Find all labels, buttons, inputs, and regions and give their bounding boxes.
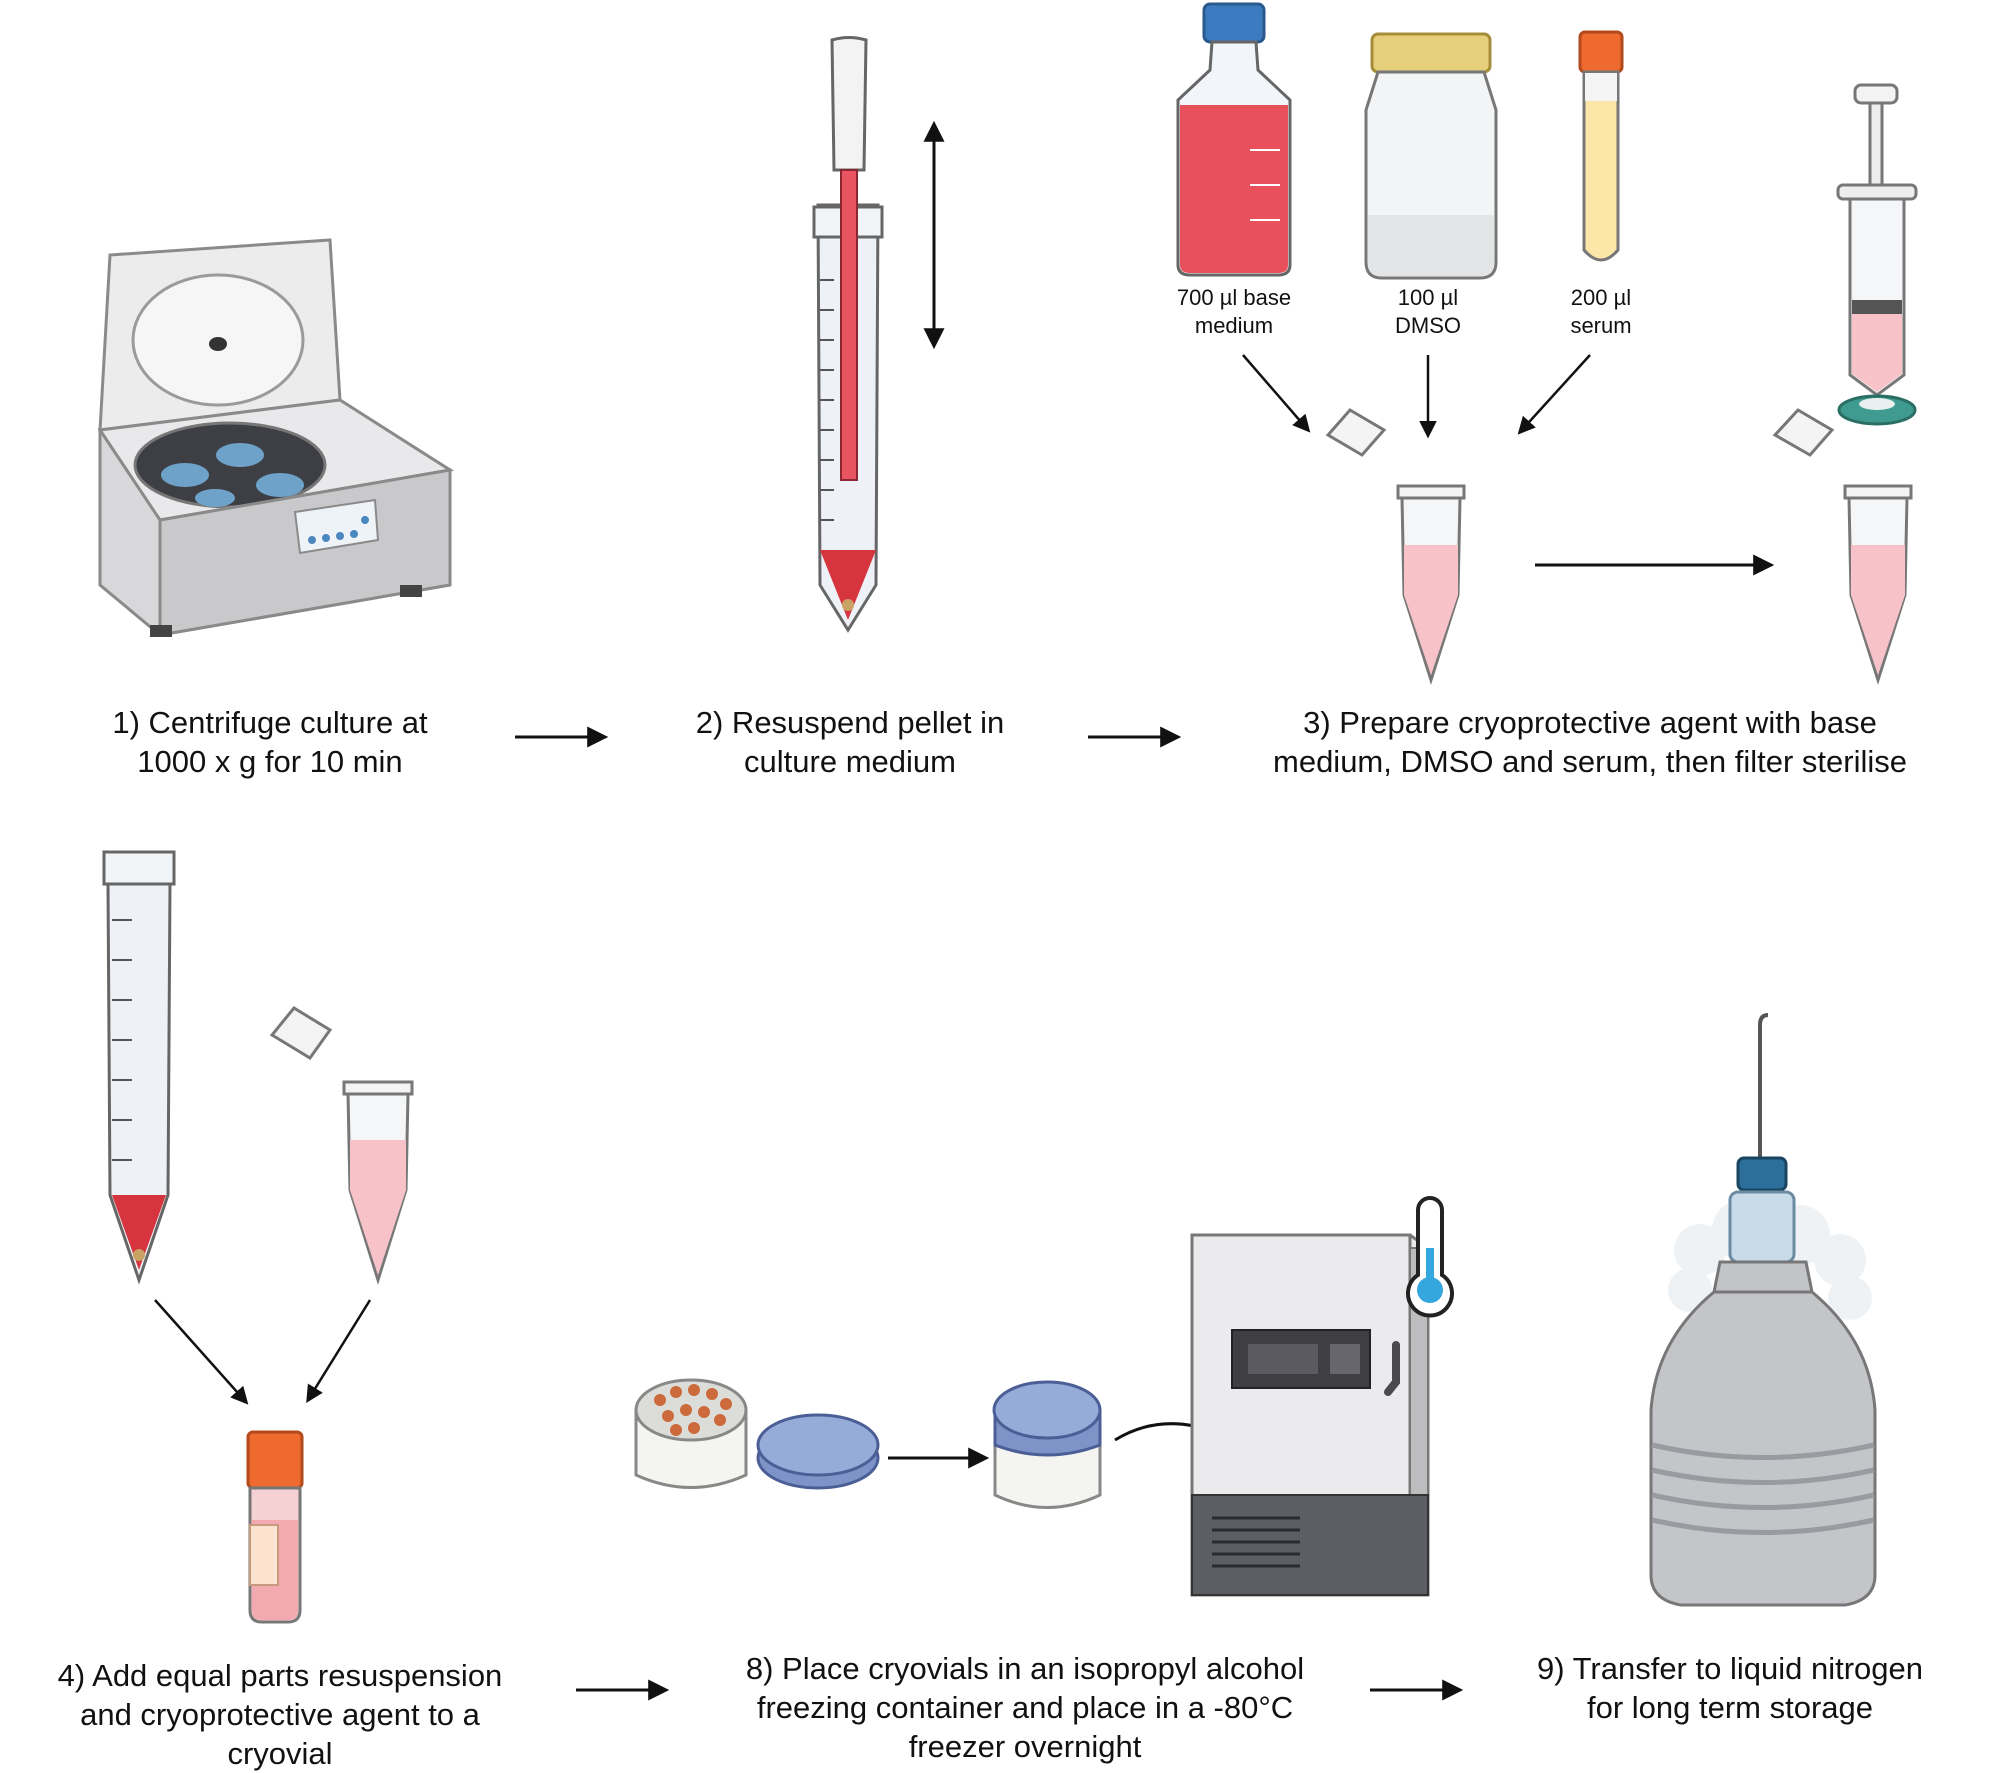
serum-tube-icon <box>1578 30 1624 262</box>
freezing-container-lid-icon <box>756 1413 880 1490</box>
freezing-container-open-icon <box>634 1378 748 1489</box>
arrow-serum-to-tube <box>1517 354 1591 435</box>
step-3-caption: 3) Prepare cryoprotective agent with bas… <box>1273 705 1907 779</box>
microtube-icon <box>1325 408 1466 685</box>
medium-bottle-icon <box>1176 2 1292 277</box>
arrow-tube-to-cryovial <box>154 1299 249 1405</box>
step-8-caption: 8) Place cryovials in an isopropyl alcoh… <box>745 1651 1305 1764</box>
liquid-nitrogen-dewar-icon <box>1649 1013 1877 1607</box>
microtube-agent-icon <box>269 1006 414 1286</box>
freezing-container-closed-icon <box>992 1380 1102 1509</box>
syringe-filter-icon <box>1836 83 1918 426</box>
conical-tube-pipette-icon <box>812 36 884 633</box>
freezer-icon <box>1190 1233 1430 1597</box>
conical-tube-pellet-icon <box>102 850 176 1285</box>
microtube-filtered-icon <box>1772 408 1913 685</box>
thermometer-cold-icon <box>1406 1196 1454 1318</box>
cryovial-icon <box>246 1430 304 1624</box>
centrifuge-icon <box>97 238 455 637</box>
dmso-jar-icon <box>1364 32 1498 280</box>
arrow-medium-to-tube <box>1242 354 1311 433</box>
arrow-microtube-to-cryovial <box>306 1299 372 1403</box>
